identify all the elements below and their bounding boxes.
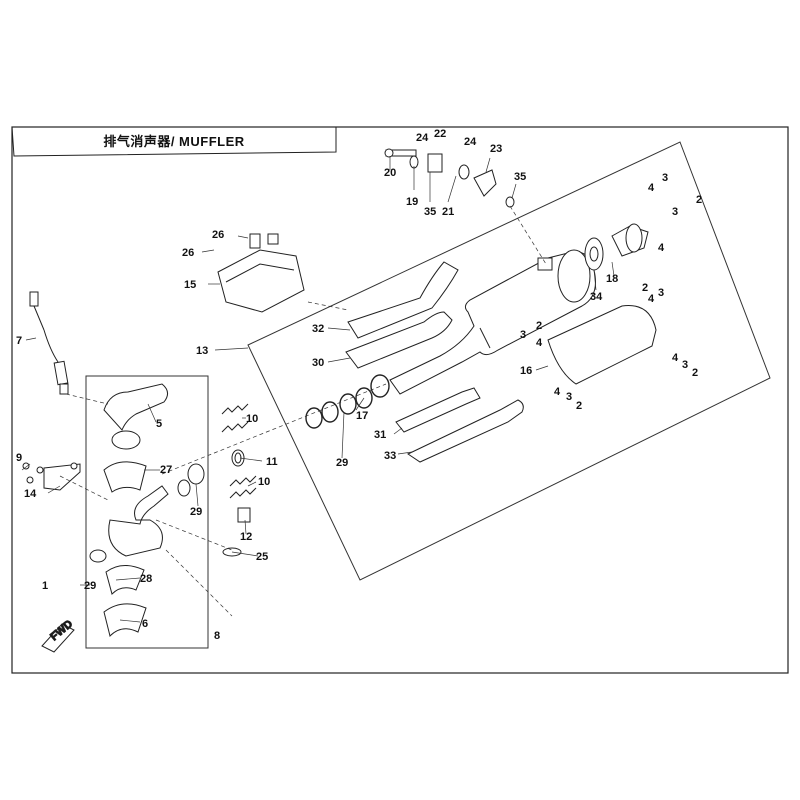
- callout-20: 20: [384, 167, 396, 179]
- callout-24: 24: [464, 136, 477, 148]
- callout-12: 12: [240, 531, 252, 543]
- assembly-frame-1: [85, 375, 209, 649]
- callout-3: 3: [566, 391, 572, 403]
- callout-26: 26: [212, 229, 224, 241]
- callout-3: 3: [672, 206, 678, 218]
- callout-2: 2: [536, 320, 542, 332]
- callout-33: 33: [384, 450, 396, 462]
- callout-24: 24: [416, 132, 429, 144]
- callout-4: 4: [658, 242, 665, 254]
- callout-26: 26: [182, 247, 194, 259]
- callout-4: 4: [648, 293, 655, 305]
- callout-35: 35: [424, 206, 436, 218]
- callout-4: 4: [554, 386, 561, 398]
- callout-29: 29: [336, 457, 348, 469]
- callout-6: 6: [142, 618, 148, 630]
- callout-16: 16: [520, 365, 532, 377]
- callout-23: 23: [490, 143, 502, 155]
- callout-4: 4: [672, 352, 679, 364]
- callout-27: 27: [160, 464, 172, 476]
- mount-hardware: [384, 148, 515, 208]
- callout-3: 3: [662, 172, 668, 184]
- bracket-14: [22, 462, 81, 491]
- callout-29: 29: [190, 506, 202, 518]
- lower-shields: [395, 387, 524, 463]
- tail-tip: [584, 223, 649, 271]
- callout-3: 3: [658, 287, 664, 299]
- callout-29: 29: [84, 580, 96, 592]
- callout-3: 3: [682, 359, 688, 371]
- callout-2: 2: [692, 367, 698, 379]
- callout-2: 2: [642, 282, 648, 294]
- callout-30: 30: [312, 357, 324, 369]
- callout-14: 14: [24, 488, 37, 500]
- callout-13: 13: [196, 345, 208, 357]
- callout-32: 32: [312, 323, 324, 335]
- leader-lines: [21, 156, 615, 623]
- callout-10: 10: [258, 476, 270, 488]
- callout-11: 11: [266, 456, 278, 468]
- callout-15: 15: [184, 279, 196, 291]
- callout-28: 28: [140, 573, 152, 585]
- callout-9: 9: [16, 452, 22, 464]
- callout-2: 2: [576, 400, 582, 412]
- callout-8: 8: [214, 630, 220, 642]
- callout-18: 18: [606, 273, 618, 285]
- diagram-border: [11, 126, 789, 674]
- callout-19: 19: [406, 196, 418, 208]
- callout-1: 1: [42, 580, 48, 592]
- callout-35: 35: [514, 171, 526, 183]
- callout-2: 2: [696, 194, 702, 206]
- callout-4: 4: [536, 337, 543, 349]
- callout-21: 21: [442, 206, 454, 218]
- callout-22: 22: [434, 128, 446, 140]
- sealing-rings: [305, 374, 390, 429]
- muffler-shield-16: [547, 305, 657, 385]
- callout-3: 3: [520, 329, 526, 341]
- inner-pipes: [345, 261, 459, 369]
- callout-4: 4: [648, 182, 655, 194]
- callout-labels: 1 2 2 2 2 2 3 3 3 3 3 3 4 4 4 4 4 4 5 6 …: [16, 128, 702, 642]
- callout-34: 34: [590, 291, 603, 303]
- callout-31: 31: [374, 429, 386, 441]
- callout-5: 5: [156, 418, 162, 430]
- oxygen-sensor: [29, 291, 69, 395]
- callout-10: 10: [246, 413, 258, 425]
- assembly-frame-13: [247, 141, 771, 581]
- callout-25: 25: [256, 551, 268, 563]
- title-frame: [11, 126, 337, 157]
- page-title: 排气消声器/ MUFFLER: [103, 133, 245, 149]
- fwd-arrow: FWD: [41, 617, 76, 653]
- callout-17: 17: [356, 410, 368, 422]
- header-pipe-parts: [89, 383, 169, 637]
- callout-7: 7: [16, 335, 22, 347]
- heat-shield-15: [217, 233, 305, 313]
